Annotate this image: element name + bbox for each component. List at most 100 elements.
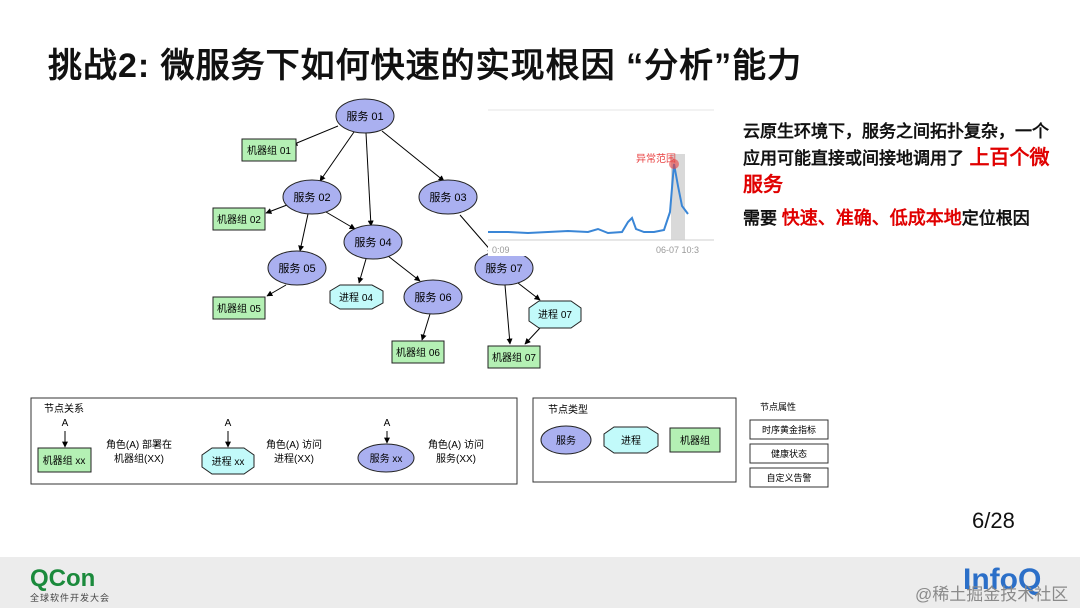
legend-type-process bbox=[603, 426, 659, 454]
x-label-right: 06-07 10:3 bbox=[656, 245, 699, 255]
process-node-07 bbox=[528, 300, 582, 329]
machine-node-01 bbox=[241, 138, 297, 162]
machine-label-05: 机器组 05 bbox=[217, 302, 261, 315]
side-line-4-red: 快速、准确、低成本地 bbox=[781, 208, 962, 228]
watermark: @稀土掘金技术社区 bbox=[915, 585, 1069, 604]
machine-label-02: 机器组 02 bbox=[217, 213, 261, 226]
legend-types-title: 节点类型 bbox=[548, 403, 588, 416]
qcon-logo: QCon bbox=[30, 565, 96, 592]
anomaly-range-band bbox=[671, 154, 685, 240]
side-line-4: 需要 快速、准确、低成本地定位根因 bbox=[743, 205, 1073, 232]
legend-machine-desc-2: 机器组(XX) bbox=[114, 452, 164, 465]
page-number: 6/28 bbox=[972, 508, 1015, 533]
infoq-logo: InfoQ bbox=[963, 563, 1042, 596]
machine-label-07: 机器组 07 bbox=[492, 351, 536, 364]
legend-relations-box bbox=[30, 397, 518, 485]
qcon-subtitle: 全球软件开发大会 bbox=[30, 593, 111, 603]
legend-machine-node-label: 机器组 xx bbox=[43, 454, 86, 467]
legend-type-service-label: 服务 bbox=[556, 434, 576, 447]
edge-s02-m02 bbox=[265, 204, 288, 214]
machine-label-06: 机器组 06 bbox=[396, 346, 440, 359]
machine-label-01: 机器组 01 bbox=[247, 144, 291, 157]
service-label-03: 服务 03 bbox=[429, 191, 466, 204]
anomaly-chart: 异常范围 0:09 06-07 10:3 bbox=[488, 108, 714, 256]
legend-attribute-box-1 bbox=[749, 419, 829, 440]
service-label-01: 服务 01 bbox=[346, 110, 383, 123]
legend-type-service bbox=[540, 425, 592, 455]
process-nodes bbox=[329, 284, 582, 329]
side-line-2: 应用可能直接或间接地调用了 上百个微 bbox=[743, 145, 1073, 172]
side-description: 云原生环境下，服务之间拓扑复杂，一个 应用可能直接或间接地调用了 上百个微 服务… bbox=[743, 118, 1073, 232]
service-node-04 bbox=[343, 224, 403, 260]
service-label-06: 服务 06 bbox=[414, 291, 451, 304]
machine-node-07 bbox=[487, 345, 541, 369]
process-label-04: 进程 04 bbox=[339, 292, 373, 304]
anomaly-label: 异常范围 bbox=[636, 152, 676, 165]
legend-process-desc-2: 进程(XX) bbox=[274, 453, 314, 465]
side-line-1: 云原生环境下，服务之间拓扑复杂，一个 bbox=[743, 122, 1049, 141]
edge-s01-s04 bbox=[365, 132, 374, 227]
edge-s01-s03 bbox=[381, 130, 445, 182]
side-line-3: 服务 bbox=[743, 172, 1073, 199]
legend-machine-a: A bbox=[62, 418, 69, 429]
legend-machine-desc-1: 角色(A) 部署在 bbox=[106, 438, 172, 451]
legend-attribute-3: 自定义告警 bbox=[766, 472, 811, 483]
edge-s02-s05 bbox=[298, 213, 309, 252]
anomaly-series-line bbox=[488, 163, 689, 235]
process-label-07: 进程 07 bbox=[538, 309, 572, 321]
side-line-4-suffix: 定位根因 bbox=[961, 209, 1030, 228]
legend-type-machine-label: 机器组 bbox=[680, 434, 710, 447]
edge-s01-m01 bbox=[291, 125, 339, 146]
edge-p07-m07 bbox=[524, 327, 541, 345]
legend-attribute-box-2 bbox=[749, 443, 829, 464]
process-node-04 bbox=[329, 284, 384, 310]
legend-attribute-box-3 bbox=[749, 467, 829, 488]
anomaly-peak-marker bbox=[669, 159, 679, 169]
side-line-3-red: 服务 bbox=[743, 174, 783, 196]
slide-title: 挑战2: 微服务下如何快速的实现根因 “分析”能力 bbox=[48, 47, 803, 85]
footer-bar bbox=[0, 557, 1080, 608]
legend-attribute-2: 健康状态 bbox=[771, 448, 807, 459]
legend-service-desc-1: 角色(A) 访问 bbox=[428, 438, 484, 451]
machine-nodes bbox=[212, 138, 541, 369]
legend-process-node-label: 进程 xx bbox=[212, 456, 245, 468]
legend-process-a: A bbox=[225, 418, 232, 429]
legend-machine-node bbox=[37, 447, 92, 473]
edge-s04-p04 bbox=[357, 258, 367, 284]
legend-service-a: A bbox=[384, 418, 391, 429]
edge-s01-s02 bbox=[319, 131, 355, 182]
service-label-07: 服务 07 bbox=[485, 262, 522, 275]
edge-s03-s07 bbox=[459, 214, 494, 254]
legend-attribute-1: 时序黄金指标 bbox=[762, 424, 816, 435]
anomaly-chart-svg: 异常范围 0:09 06-07 10:3 bbox=[488, 109, 714, 255]
legend-process-node bbox=[201, 447, 255, 475]
legend-type-process-label: 进程 bbox=[621, 435, 641, 447]
legend-type-machine bbox=[669, 427, 721, 453]
edge-s02-s04 bbox=[325, 211, 356, 230]
service-node-06 bbox=[403, 279, 463, 315]
legend-relations-title: 节点关系 bbox=[44, 402, 84, 415]
side-line-2-prefix: 应用可能直接或间接地调用了 bbox=[743, 149, 964, 168]
service-node-01 bbox=[335, 98, 395, 134]
machine-node-02 bbox=[212, 207, 266, 231]
machine-node-05 bbox=[212, 296, 266, 320]
legend-attributes-title: 节点属性 bbox=[760, 401, 796, 412]
side-line-4-prefix: 需要 bbox=[743, 209, 782, 228]
service-label-05: 服务 05 bbox=[278, 262, 315, 275]
x-label-left: 0:09 bbox=[492, 245, 510, 255]
topology-edges bbox=[265, 125, 541, 345]
edge-s05-m05 bbox=[266, 284, 287, 297]
service-node-03 bbox=[418, 179, 478, 215]
service-nodes bbox=[267, 98, 534, 315]
edge-s07-m07 bbox=[504, 284, 513, 345]
legend-service-node-label: 服务 xx bbox=[370, 452, 403, 465]
service-node-02 bbox=[282, 179, 342, 215]
machine-node-06 bbox=[391, 340, 445, 364]
edge-s07-p07 bbox=[517, 282, 541, 301]
legend-service-node bbox=[357, 443, 415, 473]
service-node-05 bbox=[267, 250, 327, 286]
edge-s06-m06 bbox=[420, 313, 431, 341]
side-line-2-red: 上百个微 bbox=[964, 147, 1050, 169]
legend-service-desc-2: 服务(XX) bbox=[436, 452, 476, 465]
